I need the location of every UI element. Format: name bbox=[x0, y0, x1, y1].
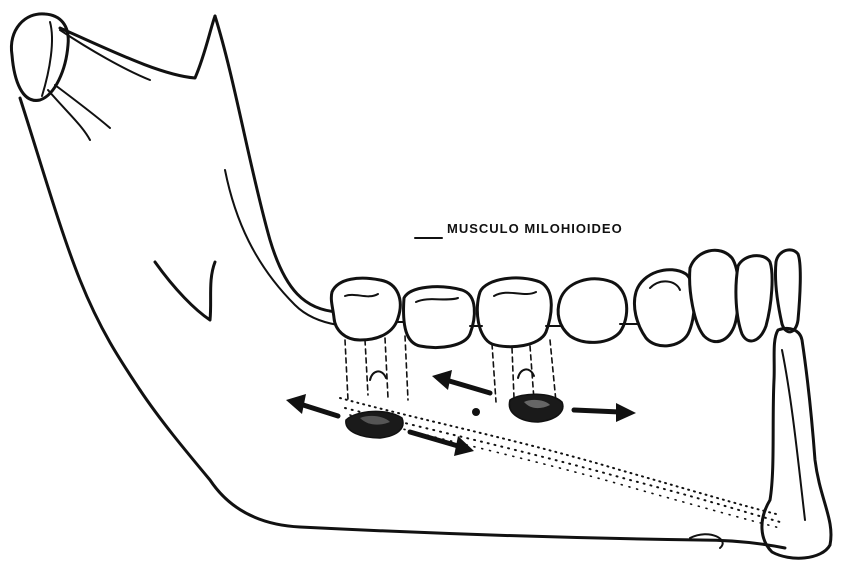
mylohyoid-band bbox=[340, 398, 780, 528]
ridge-dot bbox=[472, 408, 480, 416]
canine-tooth bbox=[690, 250, 739, 341]
lesions bbox=[346, 394, 563, 438]
muscle-label: MUSCULO MILOHIOIDEO bbox=[415, 221, 623, 238]
premolar-tooth-1 bbox=[558, 279, 627, 343]
movement-arrows bbox=[286, 370, 636, 456]
incisor-tooth-2 bbox=[775, 250, 800, 332]
lesion-anterior bbox=[509, 394, 562, 422]
arrow-right-posterior bbox=[410, 432, 474, 456]
molar-tooth-1 bbox=[331, 278, 400, 340]
teeth-row bbox=[331, 250, 800, 348]
arrow-left-posterior bbox=[286, 394, 338, 416]
lesion-posterior bbox=[346, 411, 403, 438]
ramus-mark bbox=[155, 262, 215, 320]
molar-tooth-2 bbox=[404, 287, 475, 348]
condyle bbox=[11, 14, 150, 140]
incisor-tooth-1 bbox=[736, 256, 772, 341]
molar-tooth-3 bbox=[477, 278, 551, 347]
muscle-label-text: MUSCULO MILOHIOIDEO bbox=[447, 221, 623, 236]
symphysis-section bbox=[762, 328, 831, 558]
arrow-right-anterior bbox=[574, 403, 636, 422]
arrow-left-anterior bbox=[432, 370, 490, 393]
